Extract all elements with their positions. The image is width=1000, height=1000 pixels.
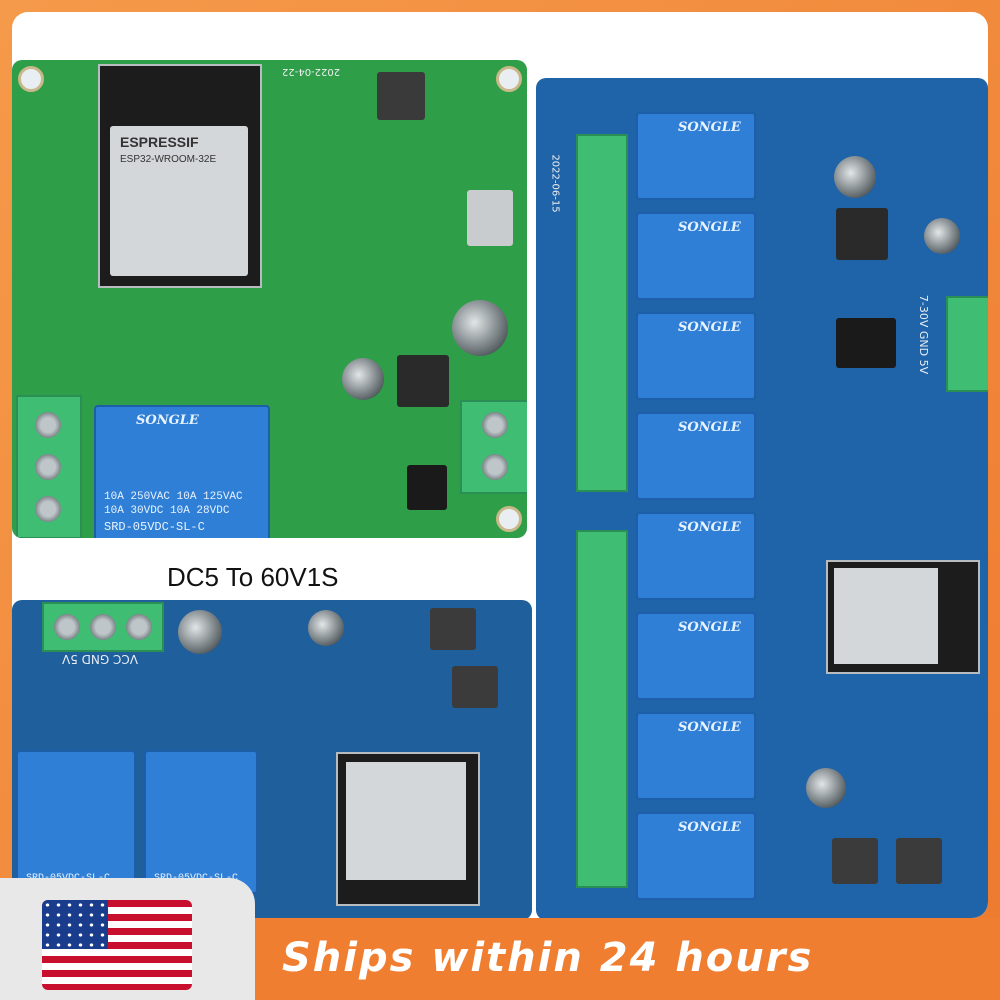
relay: SRD-05VDC-SL-C <box>144 750 258 894</box>
terminal-block <box>42 602 164 652</box>
esp32-module: ESPRESSIF ESP32-WROOM-32E <box>98 64 262 288</box>
product-photo: ESPRESSIF ESP32-WROOM-32E 2022-04-22 SON… <box>12 12 988 918</box>
terminal-block-upper <box>576 134 628 492</box>
power-terminal <box>946 296 988 392</box>
board-date-label: 2022-04-22 <box>282 66 341 77</box>
relay: SONGLE <box>636 712 756 800</box>
relay: SONGLE 10A 250VAC 10A 125VAC 10A 30VDC 1… <box>94 405 270 538</box>
us-flag-icon <box>42 900 192 990</box>
capacitor <box>342 358 384 400</box>
capacitor <box>308 610 344 646</box>
push-button <box>452 666 498 708</box>
ic-chip <box>407 465 447 510</box>
green-relay-board: ESPRESSIF ESP32-WROOM-32E 2022-04-22 SON… <box>12 60 527 538</box>
mount-hole <box>496 66 522 92</box>
push-button <box>832 838 878 884</box>
blue-2-relay-board: VCC GND 5V SRD-05VDC-SL-C SRD-05VDC-SL-C <box>12 600 532 918</box>
relay-brand-label: SONGLE <box>678 820 741 835</box>
esp-brand-label: ESPRESSIF <box>120 134 199 150</box>
relay-brand-label: SONGLE <box>678 720 741 735</box>
relay: SONGLE <box>636 312 756 400</box>
capacitor <box>924 218 960 254</box>
capacitor <box>806 768 846 808</box>
push-button <box>377 72 425 120</box>
capacitor <box>452 300 508 356</box>
push-button <box>430 608 476 650</box>
relay-model-label: SRD-05VDC-SL-C <box>104 520 205 534</box>
terminal-block-lower <box>576 530 628 888</box>
terminal-block <box>460 400 527 494</box>
relay-brand-label: SONGLE <box>136 413 199 428</box>
relay: SONGLE <box>636 612 756 700</box>
relay-brand-label: SONGLE <box>678 220 741 235</box>
usb-connector <box>467 190 513 246</box>
relay: SONGLE <box>636 812 756 900</box>
relay-spec-line2: 10A 30VDC 10A 28VDC <box>104 505 230 517</box>
relay-brand-label: SONGLE <box>678 420 741 435</box>
mount-hole <box>496 506 522 532</box>
relay: SRD-05VDC-SL-C <box>16 750 136 894</box>
blue-8-relay-board: 2022-06-15 SONGLE SONGLE SONGLE SONGLE S… <box>536 78 988 918</box>
board-date-label: 2022-06-15 <box>549 154 561 213</box>
push-button <box>896 838 942 884</box>
power-label: VCC GND 5V <box>62 652 138 666</box>
regulator-chip <box>836 318 896 368</box>
relay-spec-line1: 10A 250VAC 10A 125VAC <box>104 491 243 503</box>
capacitor <box>834 156 876 198</box>
voltage-caption: DC5 To 60V1S <box>167 562 339 592</box>
relay-brand-label: SONGLE <box>678 320 741 335</box>
relay: SONGLE <box>636 212 756 300</box>
relay-brand-label: SONGLE <box>678 620 741 635</box>
relay-brand-label: SONGLE <box>678 520 741 535</box>
power-label: 7-30V GND 5V <box>917 294 931 375</box>
relay: SONGLE <box>636 112 756 200</box>
shipping-text: Ships within 24 hours <box>282 935 814 981</box>
relay: SONGLE <box>636 412 756 500</box>
relay-brand-label: SONGLE <box>678 120 741 135</box>
capacitor <box>178 610 222 654</box>
terminal-block <box>16 395 82 538</box>
esp32-module <box>826 560 980 674</box>
inductor <box>836 208 888 260</box>
esp-model-label: ESP32-WROOM-32E <box>120 154 217 165</box>
mount-hole <box>18 66 44 92</box>
relay: SONGLE <box>636 512 756 600</box>
esp32-module <box>336 752 480 906</box>
inductor <box>397 355 449 407</box>
